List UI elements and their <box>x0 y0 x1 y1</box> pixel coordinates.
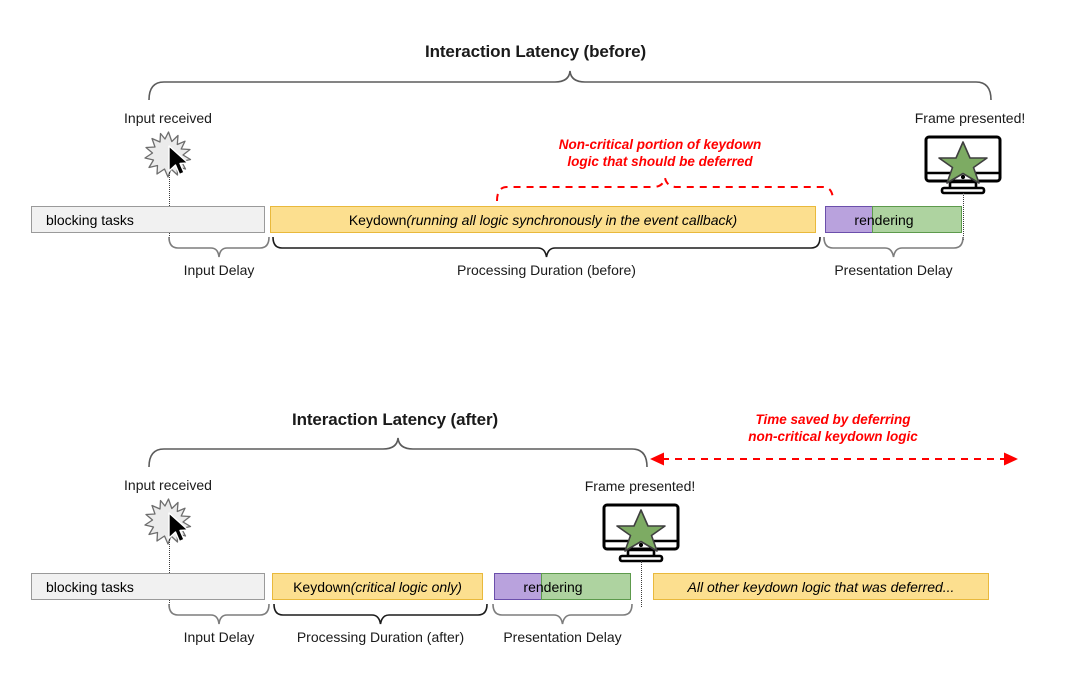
bar-keydown-after[interactable]: Keydown (critical logic only) <box>272 573 483 600</box>
noncritical-annotation-line1: Non-critical portion of keydown <box>558 137 762 152</box>
bar-rendering-after[interactable] <box>541 573 631 600</box>
input-delay-label-before: Input Delay <box>183 262 255 278</box>
noncritical-annotation-before: Non-critical portion of keydown logic th… <box>430 137 890 171</box>
bar-keydown-before-label: Keydown <box>348 211 407 228</box>
processing-duration-label-after: Processing Duration (after) <box>296 629 465 645</box>
noncritical-red-dashed-brace <box>496 177 834 202</box>
bar-presentation-delay-after[interactable] <box>494 573 542 600</box>
frame-presented-guideline-after <box>641 561 642 607</box>
time-saved-annotation-line1: Time saved by deferring <box>755 412 911 427</box>
input-received-label-after: Input received <box>124 477 212 493</box>
frame-presented-label-before: Frame presented! <box>914 110 1026 126</box>
bar-blocking-tasks-before-label: blocking tasks <box>46 211 134 228</box>
time-saved-double-arrow <box>650 452 1018 466</box>
bar-keydown-after-label: Keydown <box>293 578 351 595</box>
time-saved-annotation-line2: non-critical keydown logic <box>748 428 918 444</box>
monitor-with-star-icon-before <box>924 135 1002 195</box>
noncritical-annotation-line2: logic that should be deferred <box>567 153 753 169</box>
diagram-after-title: Interaction Latency (after) <box>291 410 499 429</box>
interaction-latency-before-brace <box>148 70 992 101</box>
frame-presented-guideline-before <box>963 193 964 240</box>
presentation-delay-brace-after <box>492 603 633 625</box>
frame-presented-label-after: Frame presented! <box>584 478 696 494</box>
interaction-latency-after-brace <box>148 437 648 468</box>
bar-deferred-logic-after[interactable]: All other keydown logic that was deferre… <box>653 573 989 600</box>
bar-blocking-tasks-before[interactable]: blocking tasks <box>31 206 265 233</box>
presentation-delay-label-before: Presentation Delay <box>834 262 953 278</box>
bar-keydown-before[interactable]: Keydown (running all logic synchronously… <box>270 206 816 233</box>
input-delay-brace-before <box>168 236 270 258</box>
presentation-delay-label-after: Presentation Delay <box>503 629 622 645</box>
bar-deferred-logic-after-detail: All other keydown logic that was deferre… <box>687 578 955 595</box>
input-received-label-before: Input received <box>124 110 212 126</box>
time-saved-annotation-after: Time saved by deferring non-critical key… <box>603 412 1063 446</box>
bar-keydown-before-detail: (running all logic synchronously in the … <box>406 211 738 228</box>
presentation-delay-brace-before <box>823 236 964 258</box>
bar-blocking-tasks-after[interactable]: blocking tasks <box>31 573 265 600</box>
bar-rendering-before[interactable] <box>872 206 962 233</box>
bar-presentation-delay-before[interactable] <box>825 206 873 233</box>
processing-duration-brace-before <box>272 236 821 258</box>
mouse-pointer-icon-after <box>168 512 189 543</box>
input-delay-brace-after <box>168 603 270 625</box>
input-delay-label-after: Input Delay <box>183 629 255 645</box>
monitor-with-star-icon-after <box>602 503 680 563</box>
processing-duration-label-before: Processing Duration (before) <box>457 262 636 278</box>
diagram-before-title: Interaction Latency (before) <box>424 42 647 61</box>
bar-keydown-after-detail: (critical logic only) <box>350 578 462 595</box>
mouse-pointer-icon-before <box>168 145 189 176</box>
processing-duration-brace-after <box>273 603 488 625</box>
bar-blocking-tasks-after-label: blocking tasks <box>46 578 134 595</box>
